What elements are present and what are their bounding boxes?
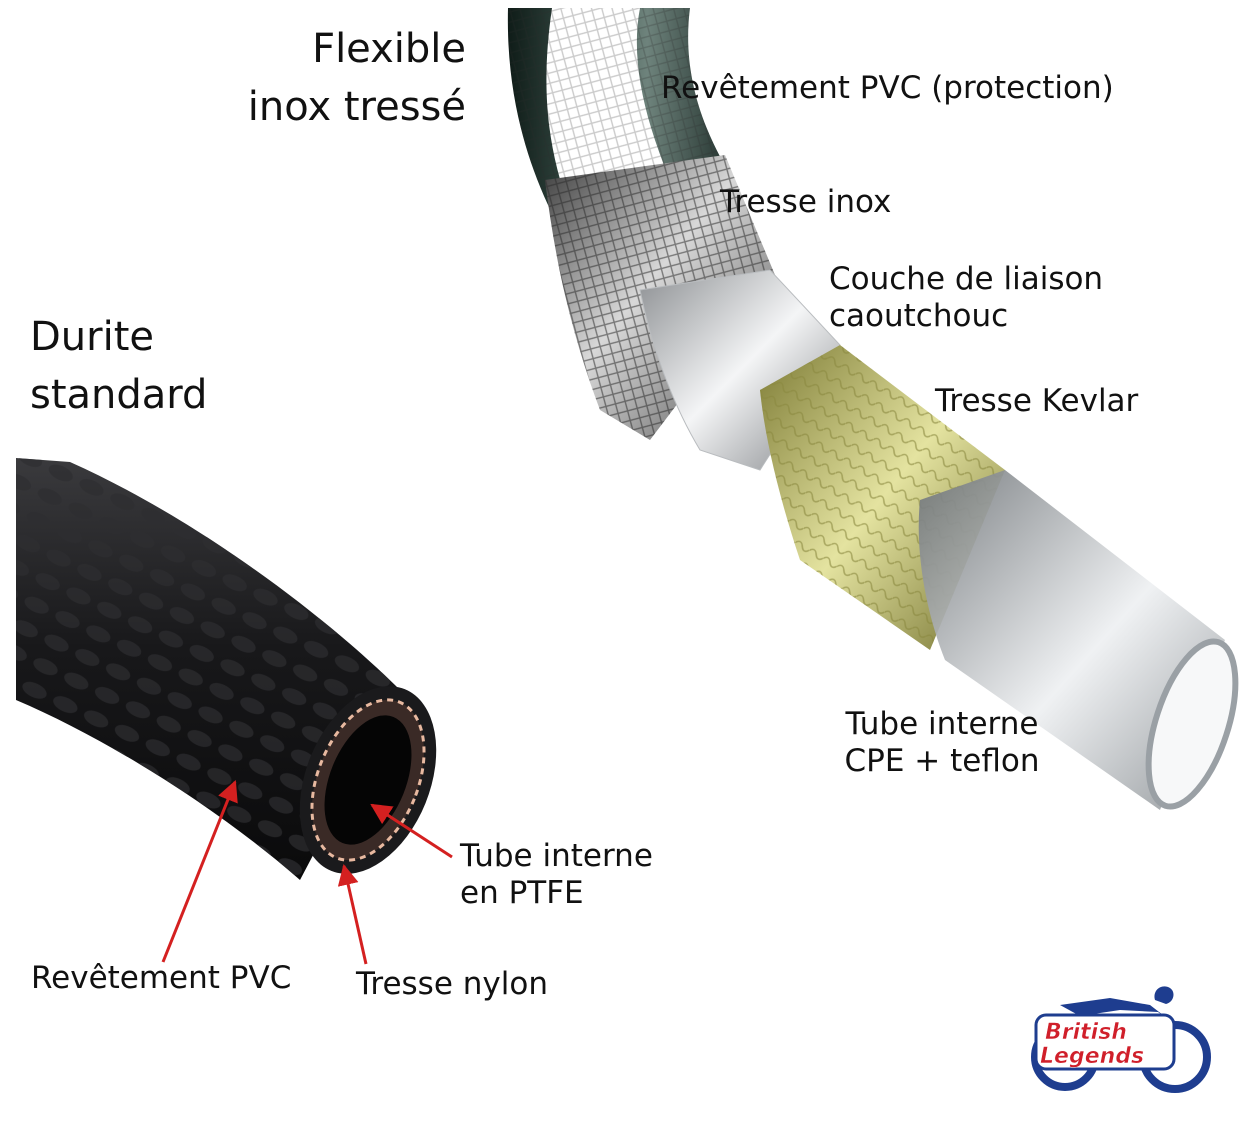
- black-hose-texture: [16, 458, 400, 880]
- logo-motorcycle-frame: [1060, 998, 1172, 1022]
- braided-hose-illustration: [507, 8, 1239, 810]
- logo-rider-icon: [1154, 986, 1174, 1004]
- label-nylon-braid: Tresse nylon: [356, 966, 548, 1002]
- inner-tube-opening: [1145, 638, 1239, 810]
- logo-line-1: British: [1045, 1020, 1127, 1045]
- label-stainless-braid: Tresse inox: [720, 184, 892, 220]
- standard-hose-illustration: [16, 458, 437, 880]
- callout-arrows: [161, 780, 453, 965]
- british-legends-logo: British Legends: [1031, 986, 1211, 1093]
- label-inner-tube-cpe-teflon: Tube interne CPE + teflon: [844, 706, 1040, 780]
- arrow-pvc-coating: [161, 780, 238, 963]
- braided-hose-title: Flexible inox tressé: [247, 26, 466, 130]
- label-kevlar-braid: Tresse Kevlar: [935, 383, 1139, 419]
- standard-hose-title: Durite standard: [30, 314, 208, 418]
- label-pvc-coating-protection: Revêtement PVC (protection): [661, 70, 1114, 106]
- arrow-nylon-braid: [337, 863, 368, 965]
- logo-banner: [1034, 1013, 1176, 1071]
- label-pvc-coating: Revêtement PVC: [31, 960, 292, 996]
- label-rubber-bonding-layer: Couche de liaison caoutchouc: [829, 261, 1104, 335]
- inner-tube-layer: [918, 470, 1225, 810]
- logo-line-2: Legends: [1040, 1044, 1144, 1069]
- arrow-ptfe-tube: [370, 803, 453, 859]
- label-inner-tube-ptfe: Tube interne en PTFE: [460, 838, 653, 912]
